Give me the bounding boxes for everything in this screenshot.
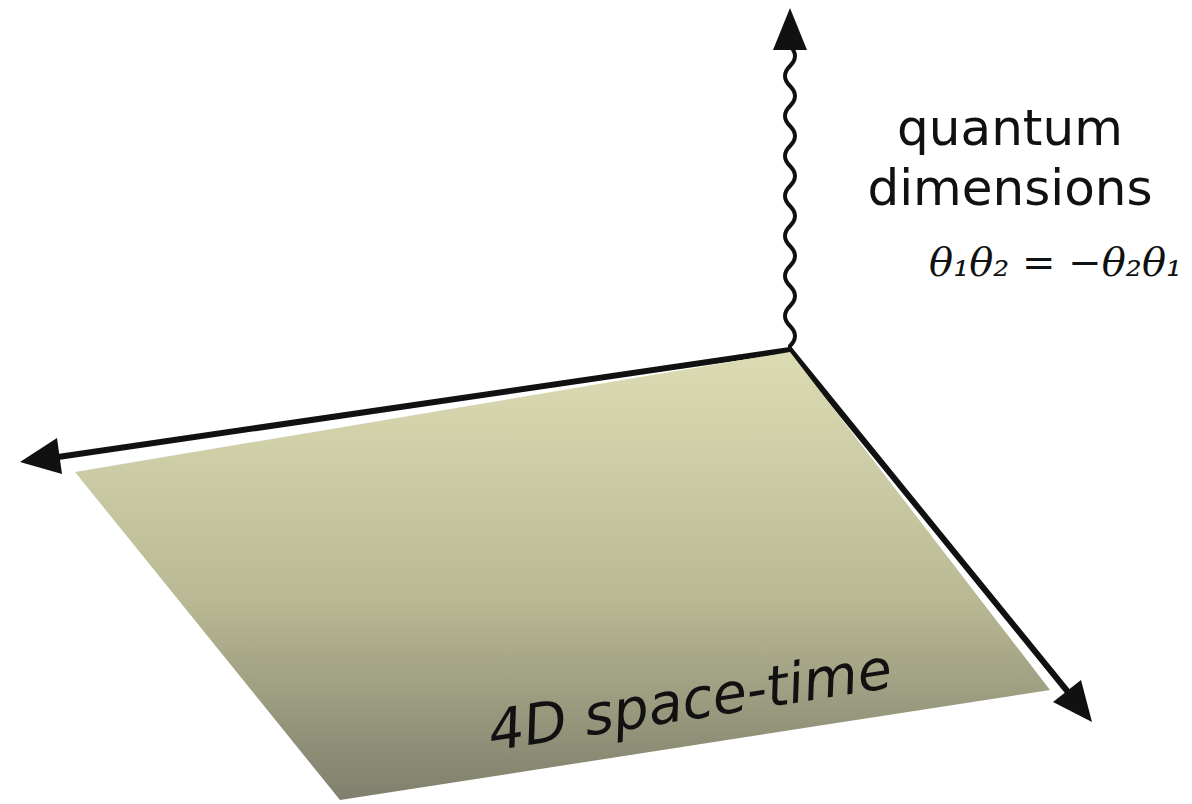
- plane-region: 4D space-time: [75, 348, 1050, 800]
- arrow-head: [20, 438, 62, 474]
- arrow-head: [1053, 680, 1092, 722]
- plane-fill: [75, 352, 1050, 800]
- axis-label: quantum dimensions: [838, 98, 1182, 218]
- equation-label: θ₁θ₂ = −θ₂θ₁: [812, 238, 1182, 286]
- wavy-axis: [785, 46, 795, 346]
- arrow-head: [773, 8, 807, 50]
